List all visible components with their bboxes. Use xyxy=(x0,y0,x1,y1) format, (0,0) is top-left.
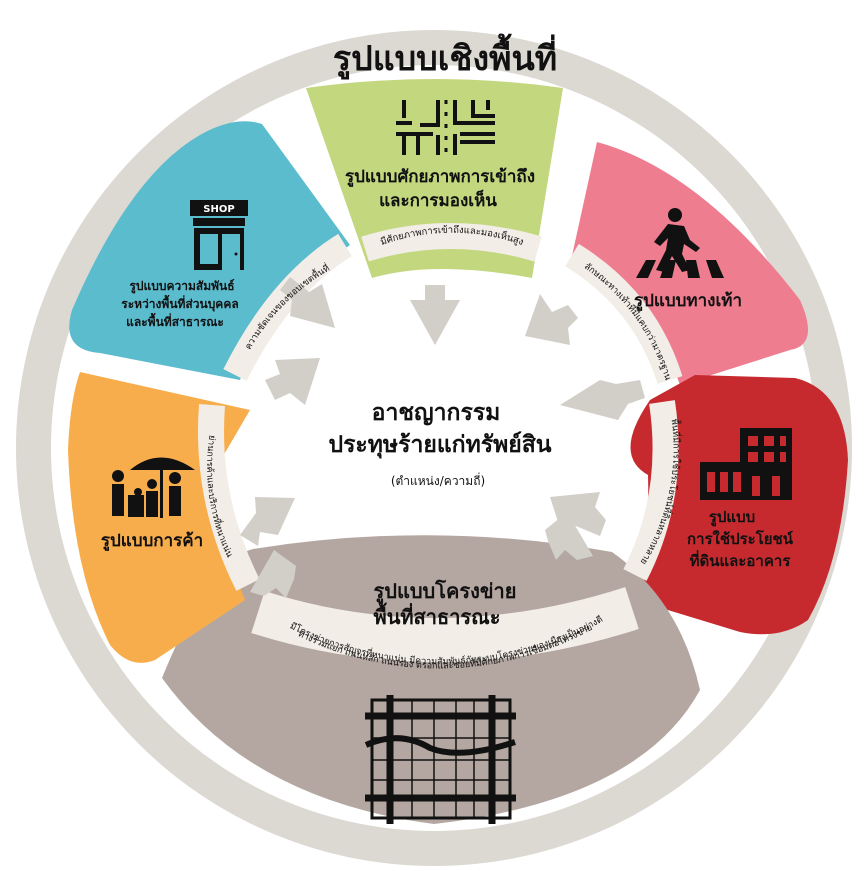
road-intersection-icon xyxy=(396,100,495,155)
landuse-title-line2: การใช้ประโยชน์ xyxy=(687,529,794,548)
landuse-title-line3: ที่ดินและอาคาร xyxy=(690,550,792,570)
relation-title-line2: ระหว่างพื้นที่ส่วนบุคคล xyxy=(121,294,238,312)
arrow-group xyxy=(240,277,645,598)
pedestrian-crossing-icon xyxy=(636,208,724,278)
street-grid-icon xyxy=(364,695,516,824)
center-subtitle: (ตำแหน่ง/ความถี่) xyxy=(391,472,485,488)
arrow-from-landuse-low xyxy=(550,492,606,536)
band-access xyxy=(361,223,542,262)
trade-title: รูปแบบการค้า xyxy=(101,531,203,552)
outer-ring-title: รูปแบบเชิงพื้นที่ xyxy=(333,33,557,80)
band-network xyxy=(251,587,639,662)
arrow-from-landuse xyxy=(560,380,645,420)
shop-sign-text: SHOP xyxy=(203,204,234,215)
arrow-from-network-left xyxy=(250,550,296,598)
arrow-from-relation xyxy=(280,277,335,328)
arrow-from-access xyxy=(410,285,460,345)
arrow-from-trade-low xyxy=(240,497,295,546)
band-trade xyxy=(198,404,260,591)
arrow-from-trade xyxy=(265,358,320,405)
band-walk xyxy=(565,243,683,385)
relation-title-line1: รูปแบบความสัมพันธ์ xyxy=(129,279,234,294)
band-landuse xyxy=(623,400,679,581)
shop-icon: SHOP xyxy=(190,200,248,270)
landuse-title-line1: รูปแบบ xyxy=(709,508,755,527)
market-stall-icon xyxy=(112,457,195,518)
relation-title-line3: และพื้นที่สาธารณะ xyxy=(126,312,224,329)
segment-landuse[interactable] xyxy=(630,375,848,635)
access-title-line2: และการมองเห็น xyxy=(379,188,497,211)
center-title-line1: อาชญากรรม xyxy=(372,400,501,426)
access-title-line1: รูปแบบศักยภาพการเข้าถึง xyxy=(345,167,535,188)
arrow-from-walk xyxy=(525,294,578,345)
walk-title: รูปแบบทางเท้า xyxy=(634,291,742,312)
center-title-line2: ประทุษร้ายแก่ทรัพย์สิน xyxy=(328,431,551,459)
network-title-line1: รูปแบบโครงข่าย xyxy=(374,579,517,605)
buildings-icon xyxy=(700,428,792,500)
arrow-from-network xyxy=(545,512,593,560)
band-relation xyxy=(223,233,352,381)
network-title-line2: พื้นที่สาธารณะ xyxy=(374,602,501,629)
